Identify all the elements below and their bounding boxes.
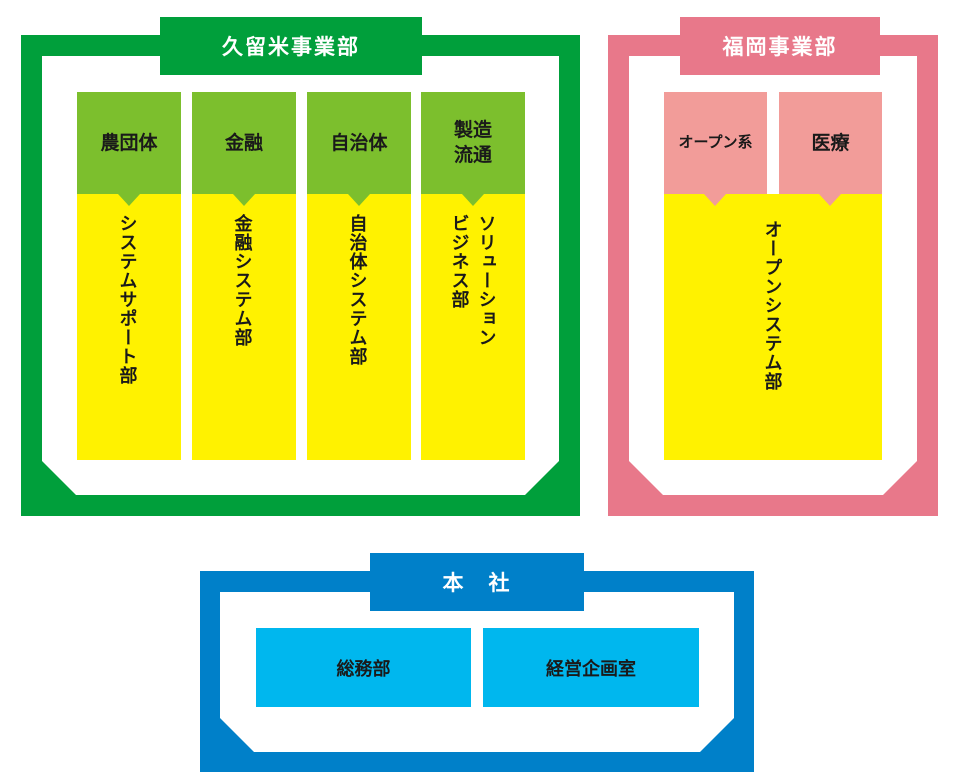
column-body-open-system [664, 194, 882, 460]
dept-system-support: システムサポート部 [116, 214, 138, 385]
column-head-medical: 医療 [779, 92, 882, 194]
fukuoka-division-title: 福岡事業部 [680, 17, 880, 75]
column-head-finance: 金融 [192, 92, 296, 194]
column-head-municipal: 自治体 [307, 92, 411, 194]
dept-general-affairs: 総務部 [256, 628, 471, 707]
dept-finance-system: 金融システム部 [231, 214, 253, 347]
column-head-open: オープン系 [664, 92, 767, 194]
column-head-manufacturing: 製造 流通 [421, 92, 525, 194]
column-notch [704, 194, 726, 206]
column-notch [348, 194, 370, 206]
column-body-agri [77, 194, 181, 460]
column-notch [819, 194, 841, 206]
column-body-municipal [307, 194, 411, 460]
dept-corporate-planning: 経営企画室 [483, 628, 699, 707]
headquarters-title: 本 社 [370, 553, 584, 611]
kurume-division-title: 久留米事業部 [160, 17, 422, 75]
column-head-agri: 農団体 [77, 92, 181, 194]
column-notch [118, 194, 140, 206]
dept-municipal-system: 自治体システム部 [346, 214, 368, 366]
dept-solution-business-line1: ソリューション [475, 214, 497, 347]
column-notch [462, 194, 484, 206]
column-body-finance [192, 194, 296, 460]
column-notch [233, 194, 255, 206]
dept-solution-business-line2: ビジネス部 [448, 214, 470, 309]
dept-open-system: オープンシステム部 [761, 220, 783, 391]
column-body-manufacturing [421, 194, 525, 460]
